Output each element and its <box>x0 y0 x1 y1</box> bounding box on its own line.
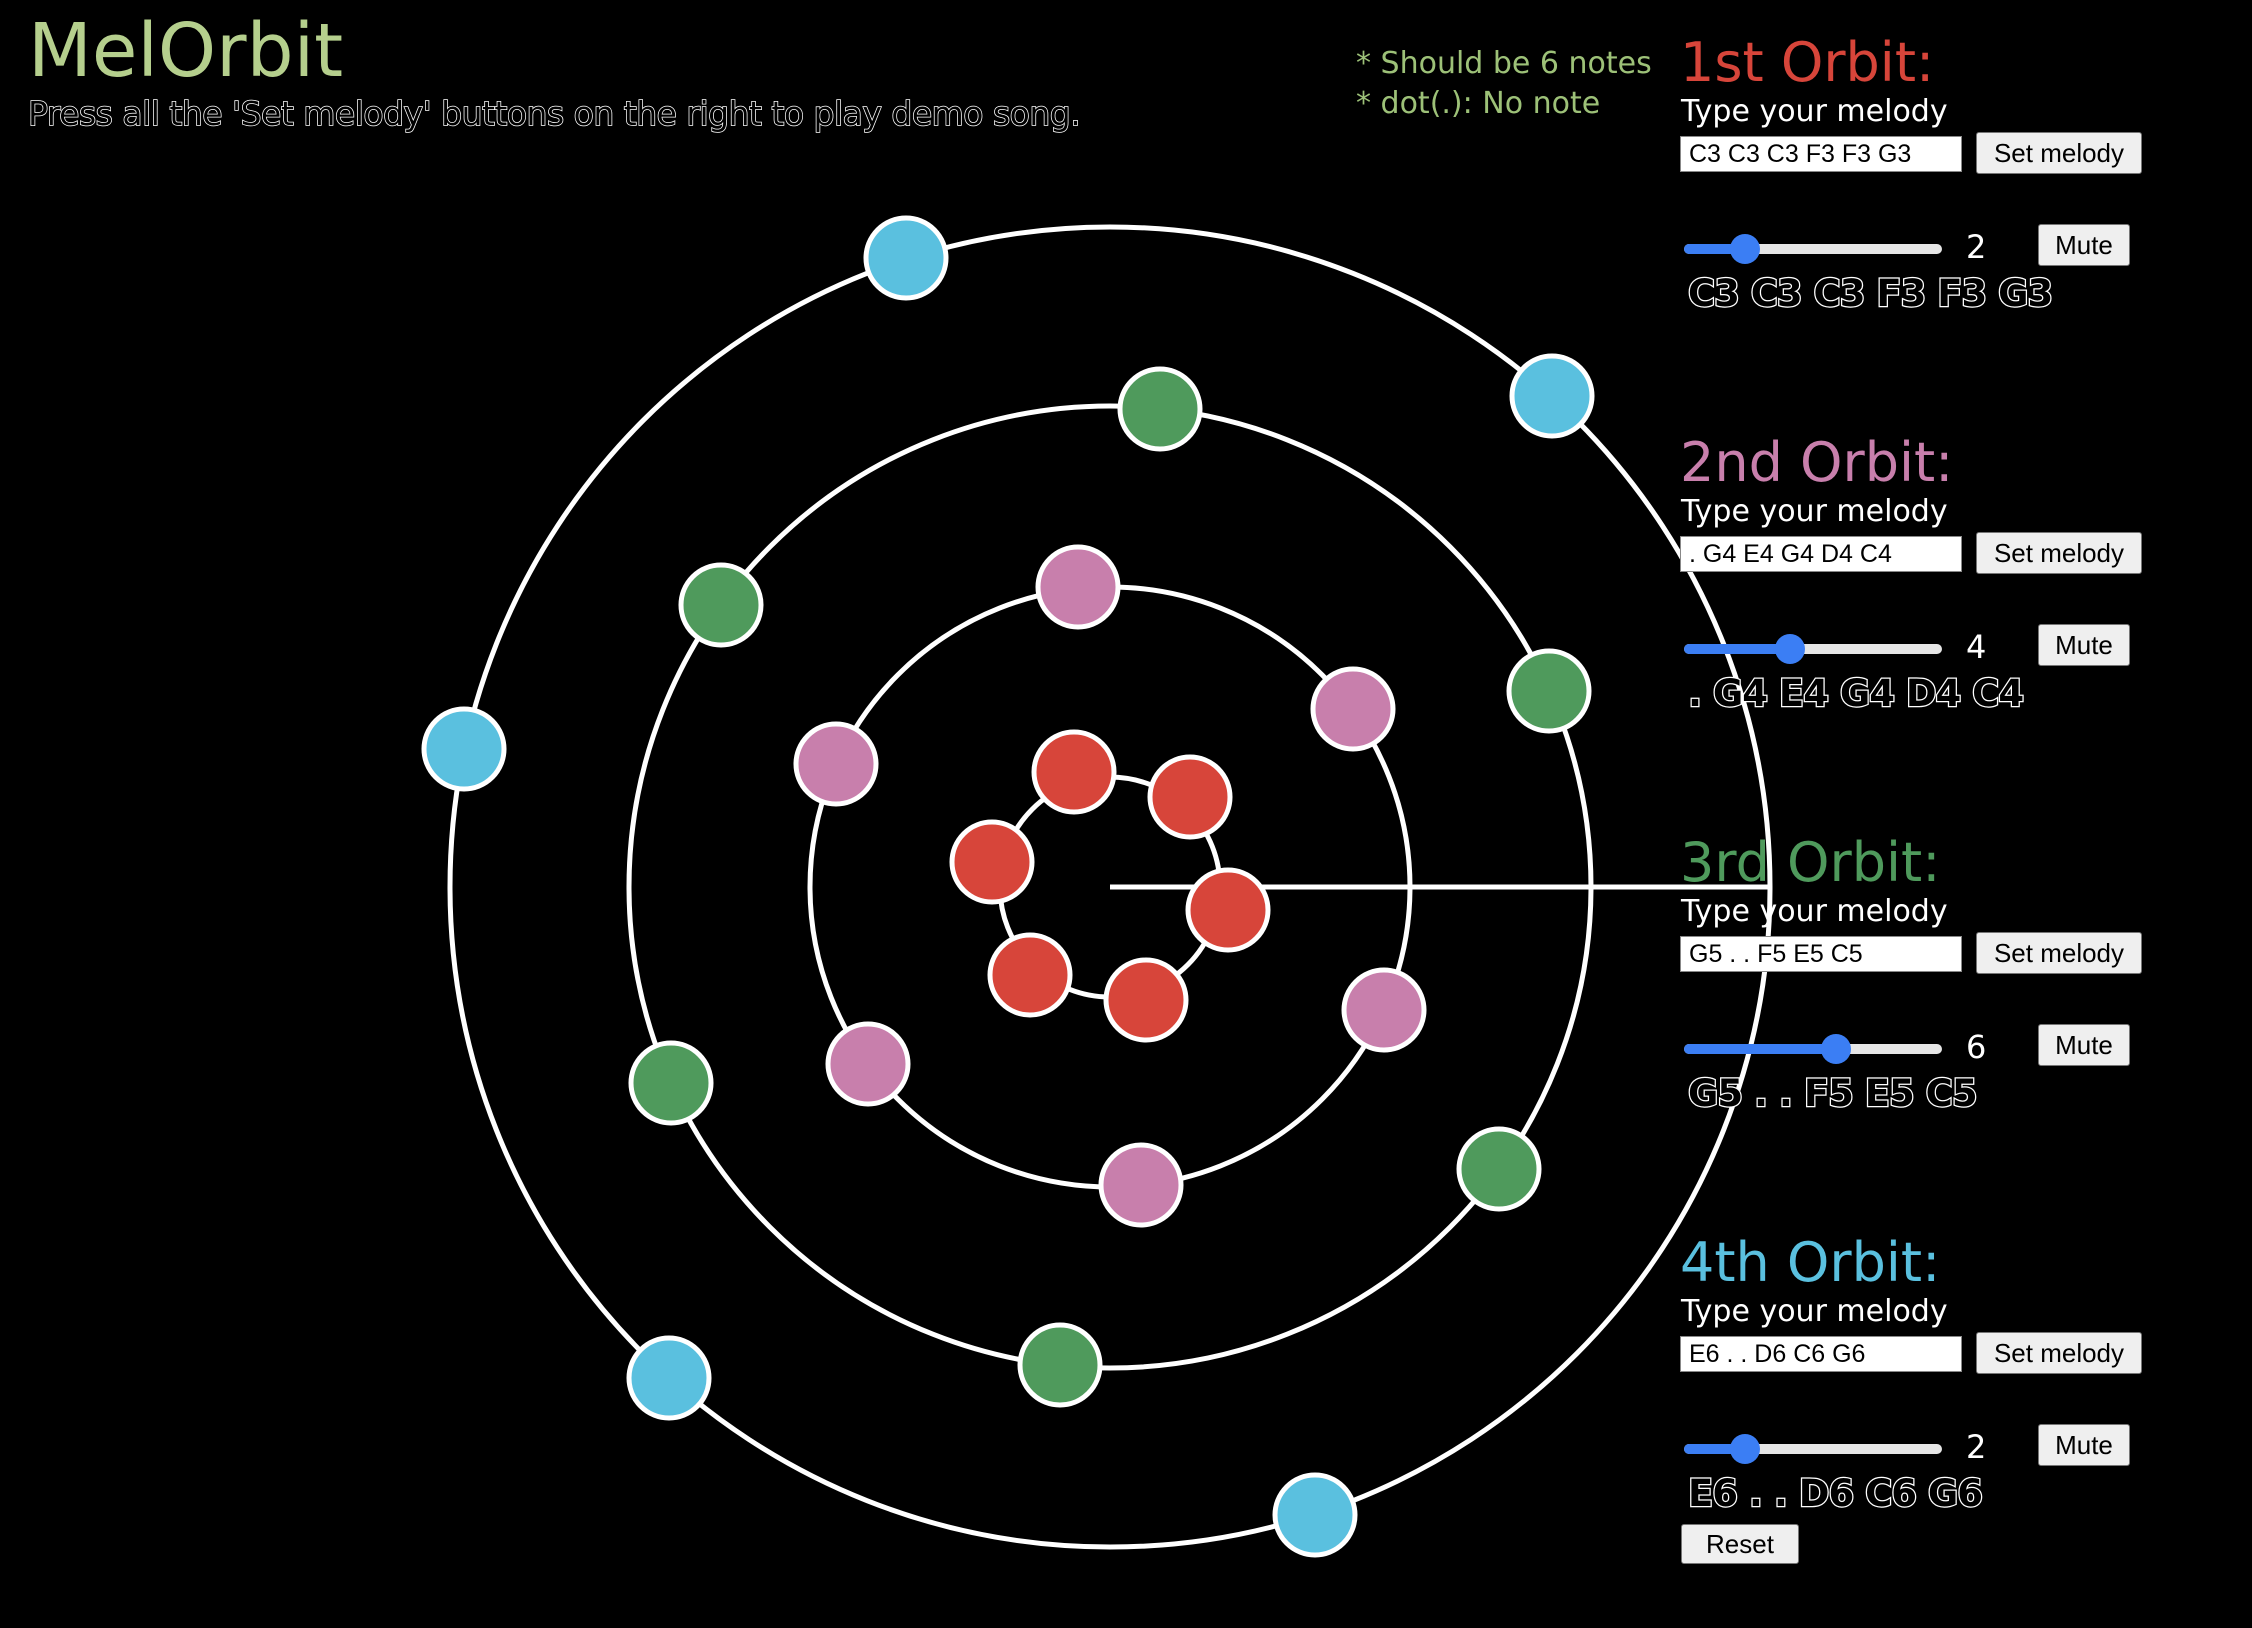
orbit-3-note <box>678 562 764 648</box>
orbit-3-note <box>1506 648 1592 734</box>
melody-input[interactable] <box>1680 1336 1962 1372</box>
orbit-4-note <box>626 1335 712 1421</box>
mute-button[interactable]: Mute <box>2038 1024 2130 1066</box>
orbit-3-note <box>1117 366 1203 452</box>
slider-thumb[interactable] <box>1820 1034 1851 1064</box>
orbit-1-note <box>1185 867 1271 953</box>
orbit-2-note <box>1035 544 1121 630</box>
app-subtitle: Press all the 'Set melody' buttons on th… <box>27 93 1081 134</box>
hint-dot-rule: * dot(.): No note <box>1356 86 1601 121</box>
speed-value: 2 <box>1966 228 1987 266</box>
orbit-4-note <box>1509 353 1595 439</box>
mute-button[interactable]: Mute <box>2038 1424 2130 1466</box>
type-melody-label: Type your melody <box>1681 94 1948 129</box>
type-melody-label: Type your melody <box>1681 894 1948 929</box>
melody-display: C3 C3 C3 F3 F3 G3 <box>1687 271 2055 317</box>
orbit-4-note <box>421 706 507 792</box>
orbit-panel-1: 1st Orbit: Type your melody Set melody 2… <box>1680 28 2240 428</box>
slider-thumb[interactable] <box>1729 1434 1760 1464</box>
hint-note-count: * Should be 6 notes <box>1356 46 1652 81</box>
orbit-title: 1st Orbit: <box>1680 31 1935 94</box>
set-melody-button[interactable]: Set melody <box>1976 132 2142 174</box>
slider-thumb[interactable] <box>1775 634 1806 664</box>
reset-button[interactable]: Reset <box>1681 1524 1799 1564</box>
orbit-2-note <box>793 721 879 807</box>
speed-slider[interactable] <box>1684 1034 1942 1064</box>
speed-slider[interactable] <box>1684 234 1942 264</box>
orbit-1-note <box>949 819 1035 905</box>
melody-input[interactable] <box>1680 936 1962 972</box>
orbit-1-note <box>1103 957 1189 1043</box>
speed-value: 4 <box>1966 628 1987 666</box>
orbit-1-note <box>1147 754 1233 840</box>
speed-value: 2 <box>1966 1428 1987 1466</box>
set-melody-button[interactable]: Set melody <box>1976 932 2142 974</box>
orbit-3-note <box>1017 1322 1103 1408</box>
orbit-1-note <box>1031 729 1117 815</box>
set-melody-button[interactable]: Set melody <box>1976 532 2142 574</box>
orbit-1-note <box>987 932 1073 1018</box>
speed-slider[interactable] <box>1684 1434 1942 1464</box>
type-melody-label: Type your melody <box>1681 1294 1948 1329</box>
type-melody-label: Type your melody <box>1681 494 1948 529</box>
orbit-panel-3: 3rd Orbit: Type your melody Set melody 6… <box>1680 828 2240 1228</box>
orbit-title: 2nd Orbit: <box>1680 431 1954 494</box>
app-title: MelOrbit <box>28 8 344 94</box>
melody-input[interactable] <box>1680 536 1962 572</box>
melody-input[interactable] <box>1680 136 1962 172</box>
orbit-panel-4: 4th Orbit: Type your melody Set melody 2… <box>1680 1228 2240 1628</box>
melody-display: G5 . . F5 E5 C5 <box>1687 1071 1979 1117</box>
orbit-3-note <box>628 1040 714 1126</box>
orbit-2-note <box>1341 967 1427 1053</box>
mute-button[interactable]: Mute <box>2038 224 2130 266</box>
orbit-2-note <box>1098 1142 1184 1228</box>
set-melody-button[interactable]: Set melody <box>1976 1332 2142 1374</box>
orbit-2-note <box>825 1021 911 1107</box>
melody-display: E6 . . D6 C6 G6 <box>1687 1471 1985 1517</box>
orbit-title: 3rd Orbit: <box>1680 831 1941 894</box>
orbit-panel-2: 2nd Orbit: Type your melody Set melody 4… <box>1680 428 2240 828</box>
slider-thumb[interactable] <box>1729 234 1760 264</box>
melody-display: . G4 E4 G4 D4 C4 <box>1687 671 2026 717</box>
mute-button[interactable]: Mute <box>2038 624 2130 666</box>
orbit-title: 4th Orbit: <box>1680 1231 1941 1294</box>
orbit-4-note <box>1272 1472 1358 1558</box>
speed-value: 6 <box>1966 1028 1987 1066</box>
orbit-4-note <box>863 215 949 301</box>
orbit-3-note <box>1456 1126 1542 1212</box>
speed-slider[interactable] <box>1684 634 1942 664</box>
orbit-2-note <box>1310 666 1396 752</box>
